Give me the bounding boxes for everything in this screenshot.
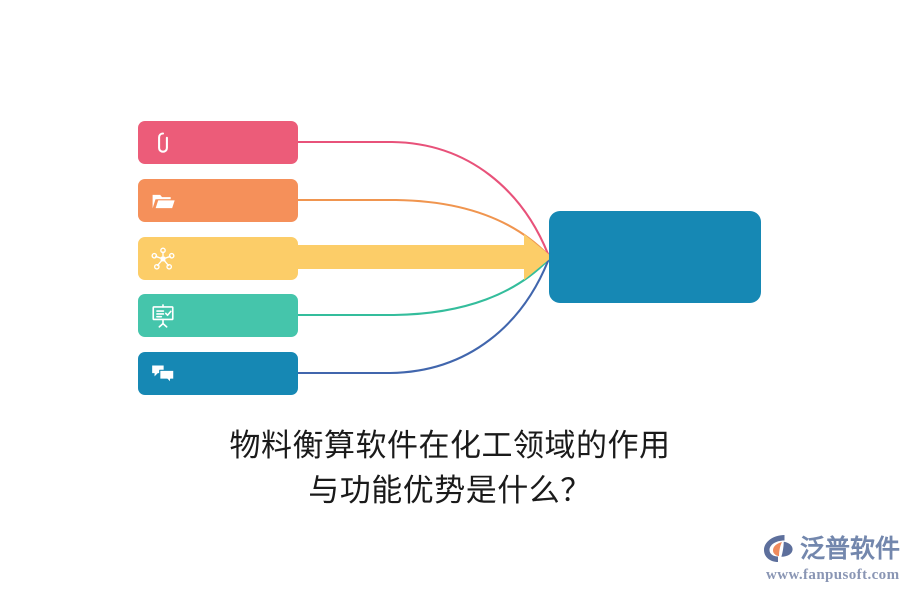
brand-logo-row: 泛普软件 [762,533,900,564]
connector-network-arrow [296,234,552,280]
feature-box-network[interactable] [138,237,298,280]
connector-attachment [296,140,550,256]
feature-box-attachment[interactable] [138,121,298,164]
hub-box[interactable] [549,211,761,303]
page-title-line-2: 与功能优势是什么？ [308,473,592,509]
network-hub-icon [151,246,175,270]
paperclip-icon [158,131,168,153]
feature-box-discussion[interactable] [138,352,298,395]
connector-discussion [296,259,550,375]
feature-box-presentation[interactable] [138,294,298,337]
fanpu-logo-mark [764,535,793,562]
presentation-board-icon [152,303,174,328]
brand-url: www.fanpusoft.com [766,567,900,583]
feature-box-documents[interactable] [138,179,298,222]
speech-bubbles-icon [152,365,175,383]
brand-watermark: 泛普软件 www.fanpusoft.com [762,531,900,589]
page-title-line-1: 物料衡算软件在化工领域的作用 [229,428,671,464]
page-title: 物料衡算软件在化工领域的作用 与功能优势是什么？ [0,424,900,514]
connector-presentation [296,258,550,317]
brand-name: 泛普软件 [800,534,900,563]
open-folder-icon [152,194,176,209]
